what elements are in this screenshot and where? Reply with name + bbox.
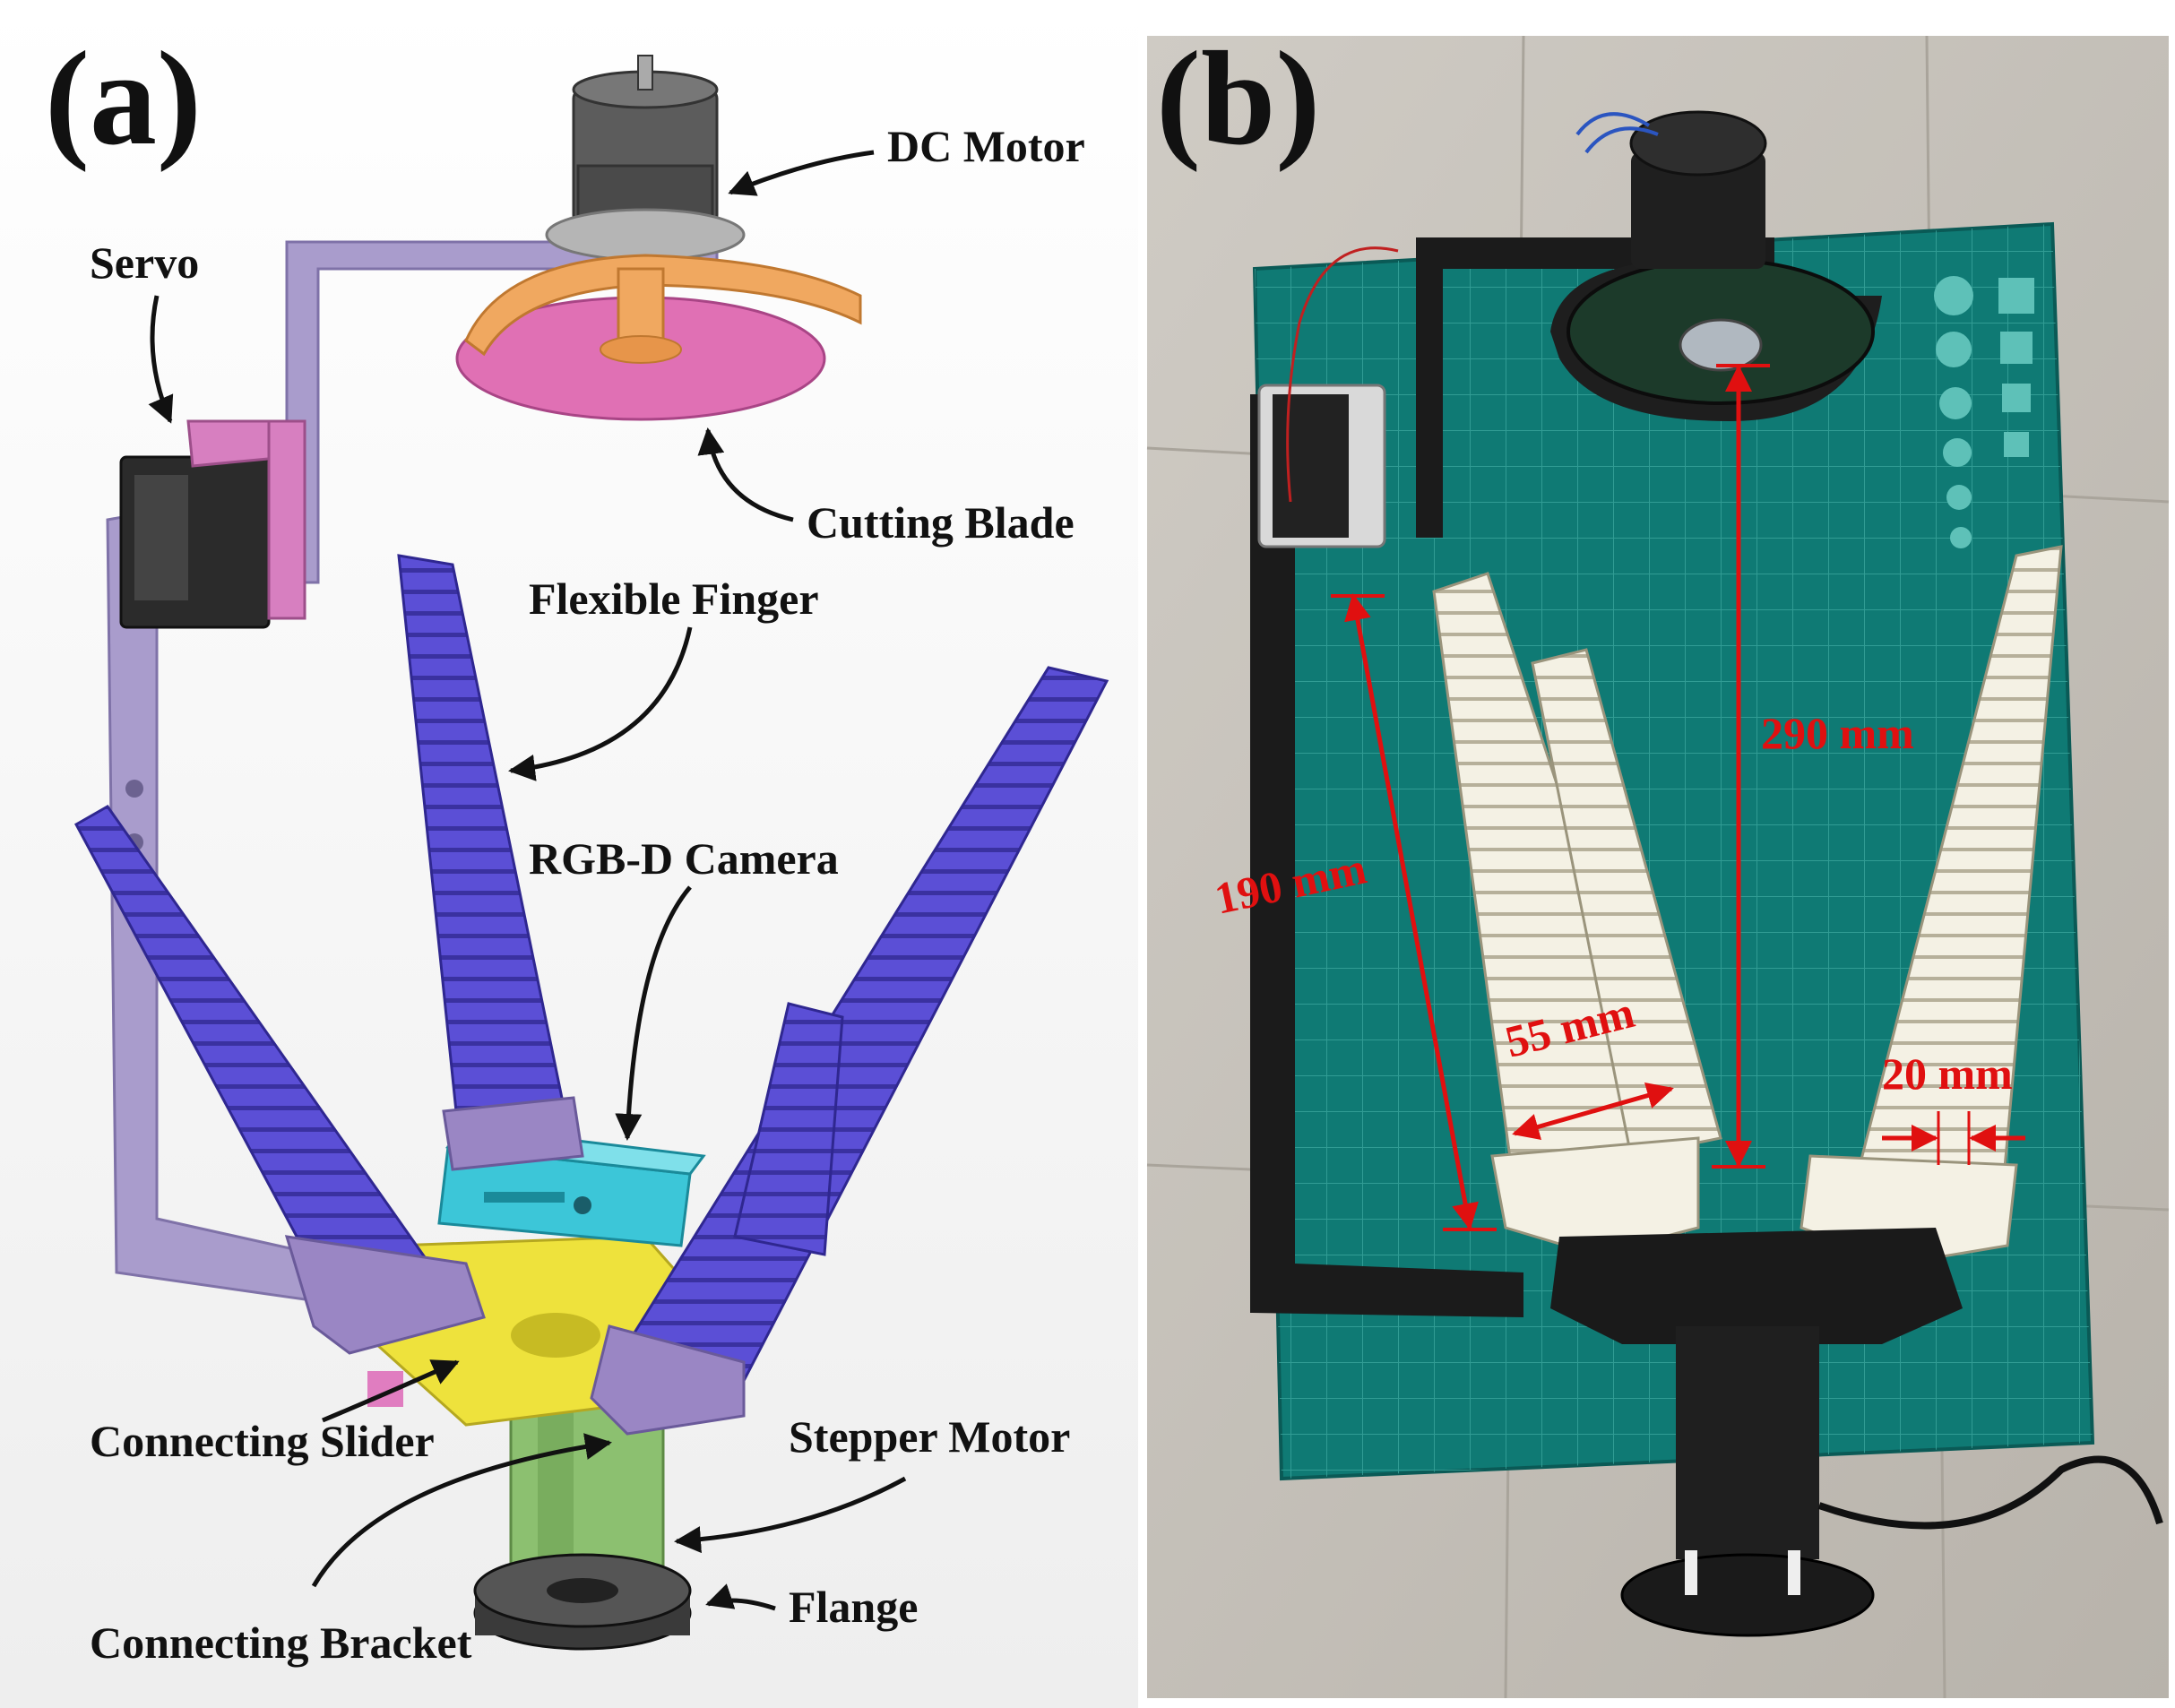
- arrow-flexible-finger: [508, 626, 693, 781]
- servo-photo: [1257, 384, 1386, 548]
- dimension-290: 290 mm: [1712, 364, 1914, 1169]
- dimension-20: 20 mm: [1882, 1048, 2025, 1165]
- dc-motor: [545, 55, 746, 262]
- callout-connecting-slider: Connecting Slider: [90, 1416, 435, 1466]
- cutting-blade: [455, 254, 862, 421]
- dimension-20-label: 20 mm: [1882, 1048, 2013, 1099]
- callout-cutting-blade: Cutting Blade: [807, 497, 1075, 548]
- panel-a: (a) DC Motor Servo Cutting Blade Flexibl…: [0, 0, 1138, 1708]
- stepper-base-photo: [1550, 1228, 2163, 1637]
- panel-b: 290 mm 190 mm 55 mm 20 mm (b): [1143, 24, 2173, 1704]
- dc-motor-photo: [1286, 110, 1882, 503]
- callout-rgbd-camera: RGB-D Camera: [529, 833, 839, 884]
- panel-a-label: (a): [45, 24, 202, 173]
- callout-stepper-motor: Stepper Motor: [789, 1411, 1070, 1462]
- callout-servo: Servo: [90, 237, 199, 288]
- callout-connecting-bracket: Connecting Bracket: [90, 1617, 472, 1668]
- arrow-flange: [705, 1583, 776, 1611]
- arrow-stepper-motor: [674, 1476, 907, 1554]
- panel-b-label: (b): [1156, 24, 1320, 173]
- callout-flange: Flange: [789, 1582, 918, 1632]
- arrow-connecting-bracket: [311, 1433, 612, 1588]
- flexible-finger-front-right: [733, 1002, 844, 1256]
- flange: [473, 1553, 692, 1651]
- servo: [119, 419, 306, 629]
- flexible-finger-back: [397, 554, 584, 1171]
- arrow-servo: [148, 295, 174, 424]
- dimension-290-label: 290 mm: [1761, 708, 1914, 758]
- callout-flexible-finger: Flexible Finger: [529, 574, 819, 624]
- callout-dc-motor: DC Motor: [887, 121, 1085, 171]
- white-finger-middle: [1531, 648, 1722, 1158]
- arrow-dc-motor: [728, 150, 875, 196]
- flexible-finger-left: [73, 805, 486, 1355]
- arrow-cutting-blade: [697, 427, 794, 522]
- arrow-rgbd-camera: [615, 885, 692, 1141]
- arrow-connecting-slider: [322, 1359, 460, 1423]
